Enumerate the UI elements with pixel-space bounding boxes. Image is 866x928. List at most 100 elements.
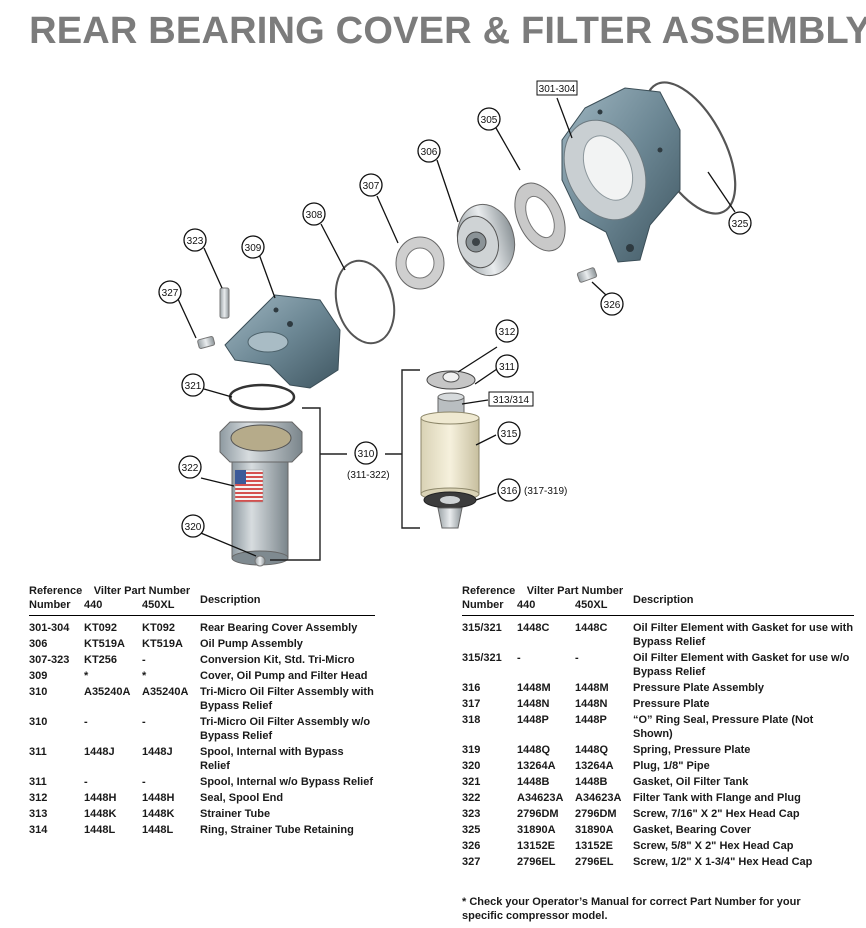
svg-text:306: 306 [421,147,438,158]
callout-316: 316 [497,478,521,502]
footnote: * Check your Operator’s Manual for corre… [462,896,801,922]
cell-part-440: 2796DM [517,808,559,820]
header-450xl: 450XL [142,598,200,616]
screw-327 [197,336,216,349]
callout-312: 312 [495,319,519,343]
svg-text:312: 312 [499,327,516,338]
cell-part-450xl: A35240A [142,686,189,698]
cell-part-450xl: 2796EL [575,856,614,868]
filter-head-cover [224,294,341,389]
cell-part-450xl: 1448J [142,746,173,758]
cell-part-440: A34623A [517,792,564,804]
page-title: REAR BEARING COVER & FILTER ASSEMBLY [29,10,866,52]
cell-part-440: 1448J [84,746,115,758]
cell-part-450xl: 1448M [575,682,609,694]
cell-part-440: 1448H [84,792,117,804]
cell-part-450xl: - [575,652,579,664]
cell-part-450xl: 1448Q [575,744,609,756]
cell-reference: 309 [29,670,48,682]
cell-part-450xl: KT092 [142,622,176,634]
rear-bearing-cover [561,87,681,263]
svg-text:323: 323 [187,236,204,247]
parts-table-right: Reference Vilter Part Number Description… [462,584,854,869]
screw-326 [576,267,598,283]
cell-part-440: 1448Q [517,744,551,756]
header-440: 440 [517,598,575,616]
cell-description: Ring, Strainer Tube Retaining [200,824,354,836]
header-number: Number [462,598,517,616]
cell-part-450xl: 1448L [142,824,174,836]
cell-reference: 323 [462,808,481,820]
cell-description: Spool, Internal w/o Bypass Relief [200,776,373,788]
cell-reference: 316 [462,682,481,694]
svg-text:327: 327 [162,288,179,299]
cell-reference: 317 [462,698,481,710]
cell-part-440: 1448P [517,714,549,726]
cell-description: Gasket, Oil Filter Tank [633,776,749,788]
cell-description: Oil Filter Element with Gasket for use w… [633,622,854,648]
cell-part-450xl: 1448B [575,776,608,788]
header-450xl: 450XL [575,598,633,616]
cell-reference: 312 [29,792,48,804]
cell-part-450xl: - [142,654,146,666]
cell-part-440: 1448B [517,776,550,788]
cell-description: Conversion Kit, Std. Tri-Micro [200,654,355,666]
screw-323 [219,287,230,319]
header-description: Description [200,584,375,616]
cell-description: Seal, Spool End [200,792,284,804]
cell-part-450xl: 1448N [575,698,608,710]
svg-text:307: 307 [363,181,380,192]
cell-part-450xl: A34623A [575,792,622,804]
header-440: 440 [84,598,142,616]
callout-310-range: (311-322) [347,470,390,481]
cell-reference: 315/321 [462,652,502,664]
group-brackets [270,369,420,561]
cell-reference: 306 [29,638,48,650]
gasket-321 [228,383,296,411]
cell-reference: 319 [462,744,481,756]
cell-part-450xl: 31890A [575,824,614,836]
callout-323: 323 [183,228,207,252]
cell-description: Screw, 7/16" X 2" Hex Head Cap [633,808,800,820]
header-vilter-part-number: Vilter Part Number [526,585,624,597]
cell-reference: 301-304 [29,622,70,634]
cell-reference: 327 [462,856,481,868]
cell-part-440: 13264A [517,760,556,772]
cell-part-440: 1448K [84,808,117,820]
cell-part-450xl: 1448K [142,808,175,820]
cell-description: Oil Filter Element with Gasket for use w… [633,652,850,678]
cell-part-440: 1448M [517,682,551,694]
svg-text:325: 325 [732,219,749,230]
cell-part-440: * [84,670,89,682]
cell-reference: 326 [462,840,481,852]
callout-308: 308 [302,202,326,226]
svg-text:315: 315 [501,429,518,440]
cell-part-440: 13152E [517,840,555,852]
callout-313-314: 313/314 [488,391,534,407]
svg-text:305: 305 [481,115,498,126]
cell-reference: 307-323 [29,654,70,666]
cell-part-440: 1448L [84,824,116,836]
cell-part-440: 31890A [517,824,556,836]
svg-text:322: 322 [182,463,199,474]
cell-part-440: - [84,716,88,728]
cell-reference: 322 [462,792,481,804]
cell-description: Tri-Micro Oil Filter Assembly with Bypas… [200,686,374,712]
cell-part-440: - [84,776,88,788]
cell-part-450xl: 13152E [575,840,613,852]
callout-305: 305 [477,107,501,131]
cell-description: Strainer Tube [200,808,271,820]
cell-description: Filter Tank with Flange and Plug [633,792,801,804]
